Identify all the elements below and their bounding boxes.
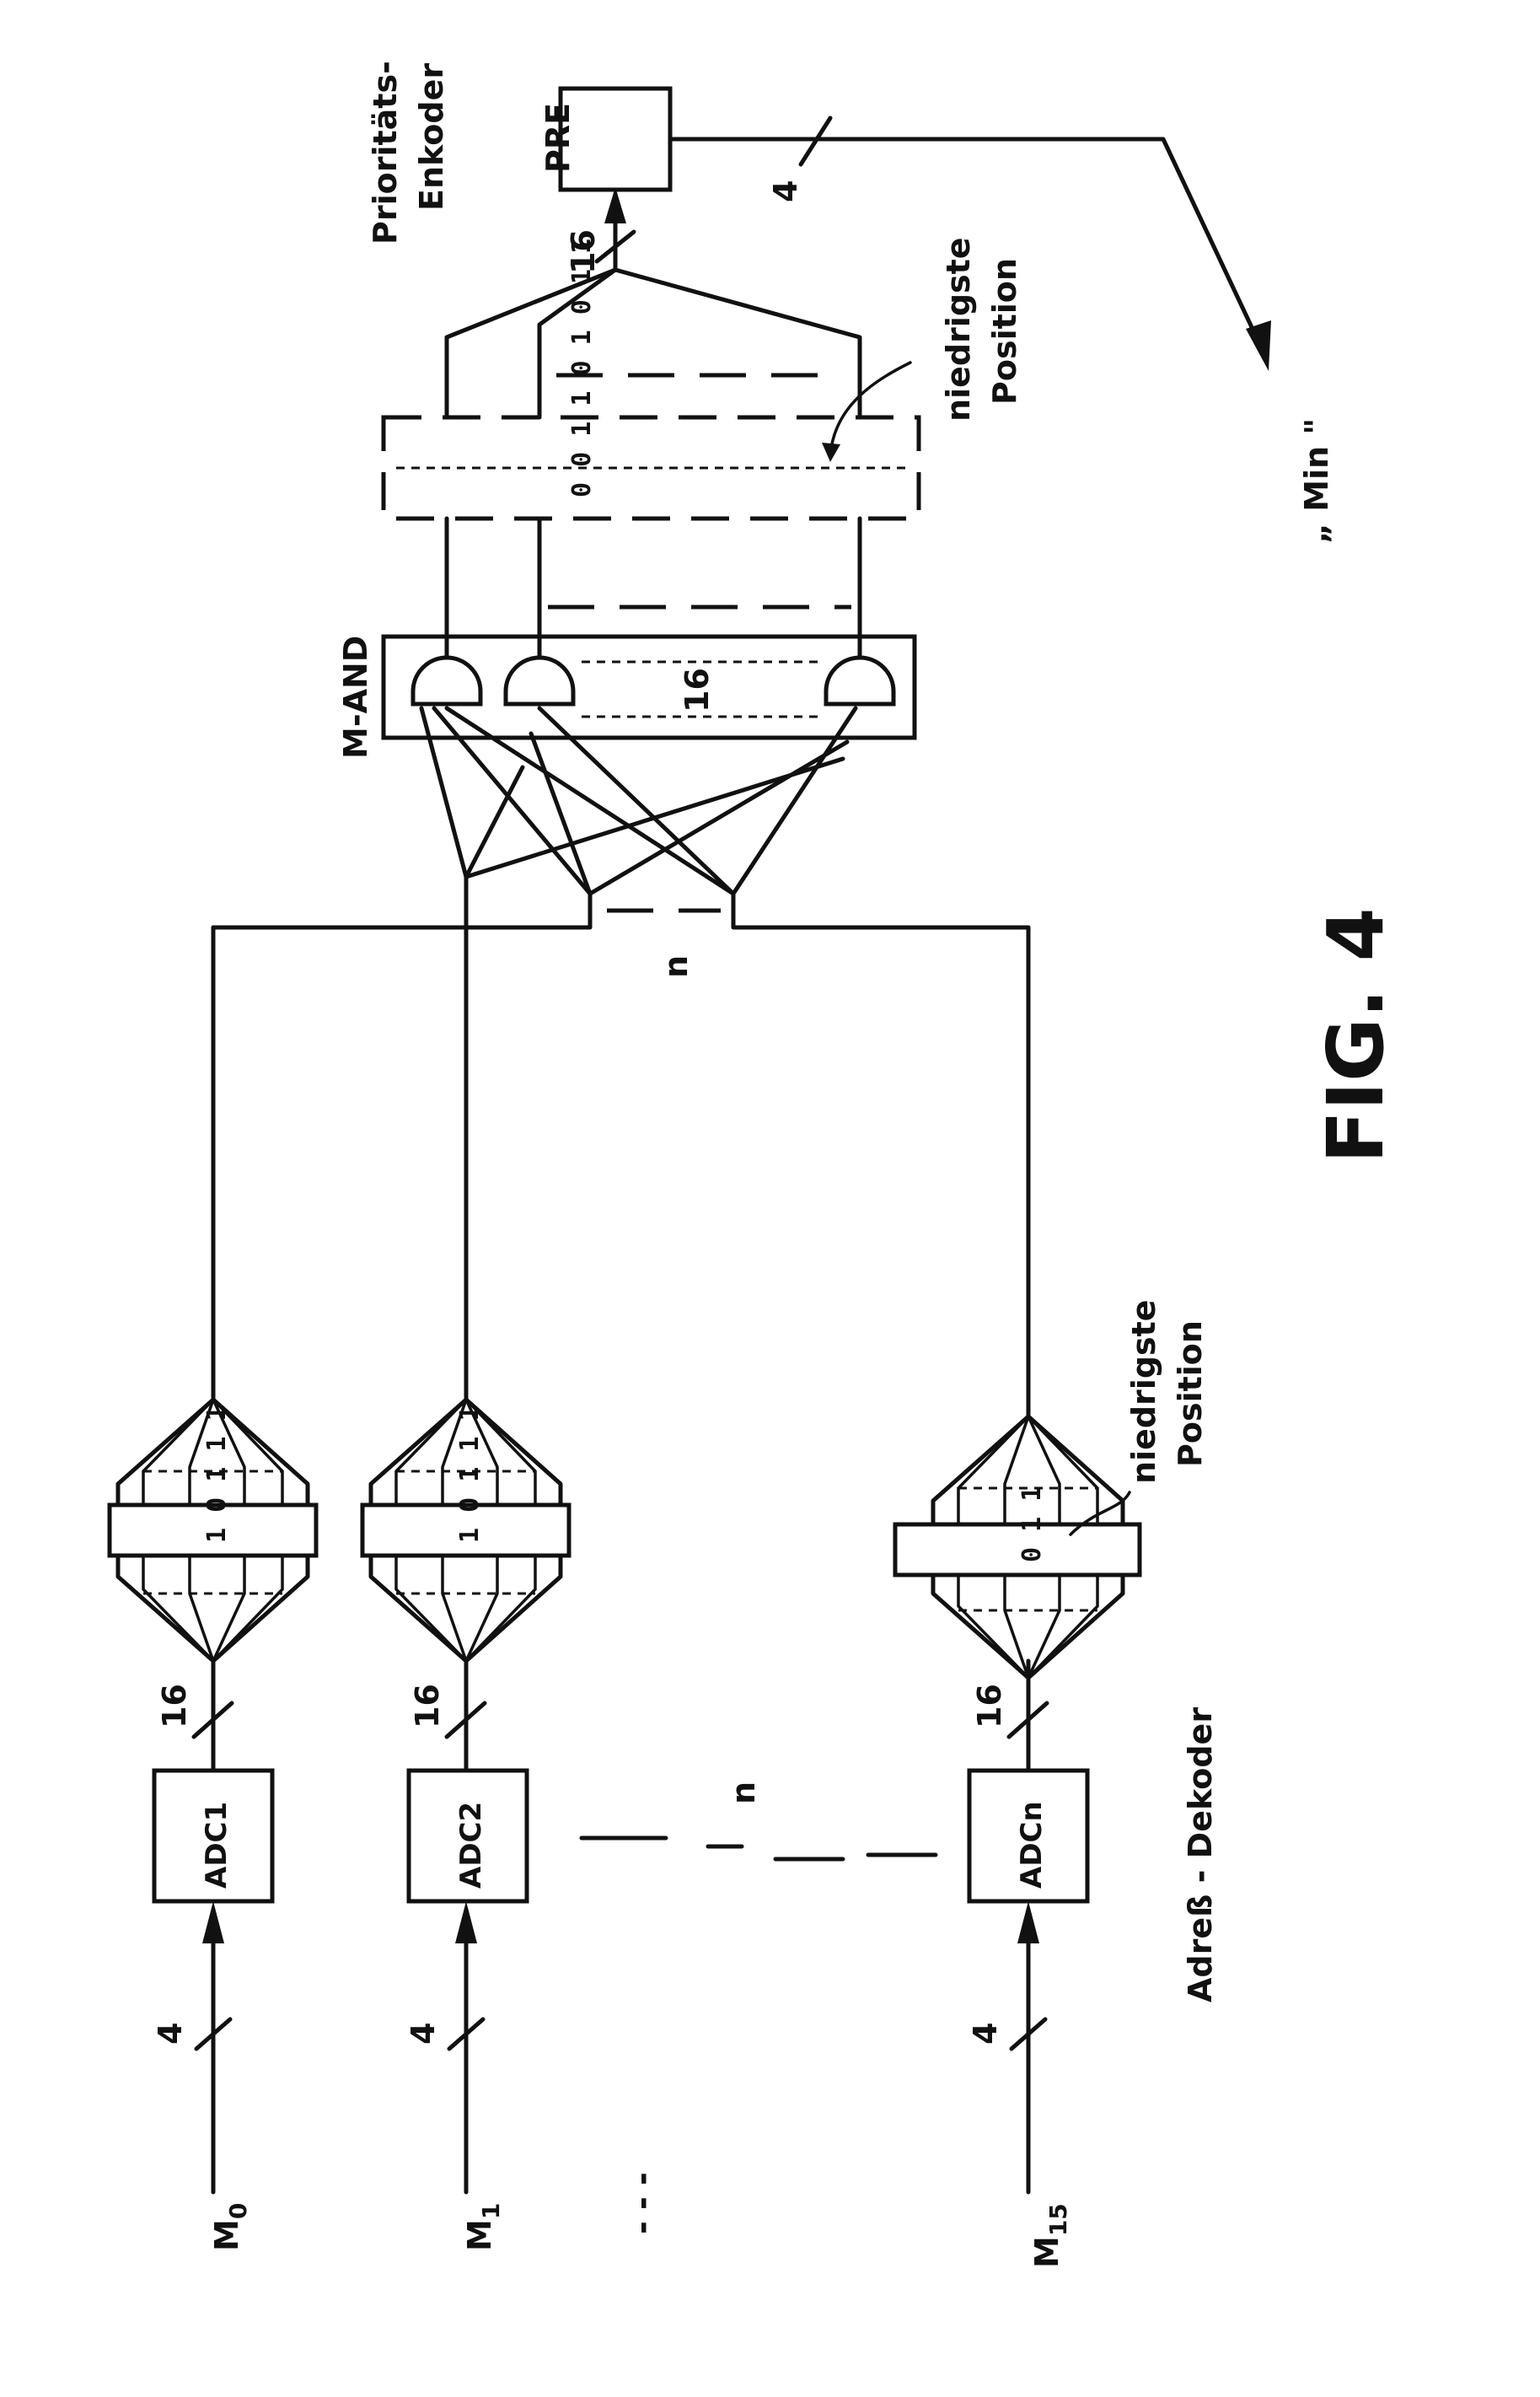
decoder2-fan: 1 0 1 1 1 bbox=[362, 1400, 569, 1661]
width-label-m0: 4 bbox=[152, 2023, 189, 2045]
svg-text:M1: M1 bbox=[461, 2203, 505, 2251]
svg-text:ADCn: ADCn bbox=[1015, 1801, 1049, 1889]
adc2-box: ADC2 bbox=[409, 1771, 527, 1901]
svg-text:Position: Position bbox=[1172, 1320, 1209, 1467]
svg-text:1 0 1 1 1: 1 0 1 1 1 bbox=[455, 1405, 485, 1543]
and-gate-2 bbox=[506, 658, 573, 704]
adc1-width-label: 16 bbox=[156, 1684, 193, 1728]
decoder-caption: Adreß - Dekoder bbox=[1182, 1707, 1219, 2002]
lowest-position-arrowhead bbox=[822, 443, 840, 462]
bus-line-1-top bbox=[213, 894, 590, 927]
lowest-position-label-upper: niedrigste Position bbox=[940, 237, 1023, 422]
figure-title: FIG. 4 bbox=[1311, 907, 1401, 1164]
svg-text:0 1 1: 0 1 1 bbox=[1017, 1486, 1047, 1562]
svg-text:M15: M15 bbox=[1028, 2203, 1072, 2268]
pre-input-width-label: 16 bbox=[565, 229, 602, 274]
priority-encoder-caption: Prioritäts- Enkoder bbox=[367, 61, 450, 245]
svg-text:niedrigste: niedrigste bbox=[1125, 1299, 1162, 1484]
svg-text:Prioritäts-: Prioritäts- bbox=[367, 61, 404, 245]
adc1-box: ADC1 bbox=[154, 1771, 272, 1901]
svg-text:ADC1: ADC1 bbox=[200, 1802, 233, 1889]
width-label-m15: 4 bbox=[967, 2023, 1004, 2045]
input-label-m0: M0 bbox=[208, 2203, 252, 2251]
arrow-m1 bbox=[455, 1901, 477, 1943]
svg-text:niedrigste: niedrigste bbox=[940, 237, 977, 422]
priority-encoder-box: PRE bbox=[539, 89, 670, 190]
decoder-count-label: n bbox=[725, 1782, 762, 1804]
svg-text:Position: Position bbox=[986, 258, 1023, 405]
svg-text:Enkoder: Enkoder bbox=[413, 63, 450, 211]
svg-text:- - -: - - - bbox=[624, 2172, 661, 2234]
m-and-block: M-AND 16 bbox=[337, 636, 915, 759]
arrow-m15 bbox=[1017, 1901, 1039, 1943]
min-output-arrow bbox=[1246, 320, 1271, 371]
adcn-width-label: 16 bbox=[971, 1684, 1008, 1728]
pre-input-arrow bbox=[604, 187, 626, 223]
bus-line-3-top bbox=[733, 894, 1028, 927]
adc2-width-label: 16 bbox=[409, 1684, 446, 1728]
lowest-position-label-lower: niedrigste Position bbox=[1125, 1299, 1209, 1484]
input-gap: - - - bbox=[624, 2172, 661, 2234]
width-label-m1: 4 bbox=[405, 2023, 442, 2045]
and-count-label: 16 bbox=[679, 668, 716, 712]
lowest-position-pointer bbox=[830, 363, 910, 455]
bus-count-label: n bbox=[657, 955, 695, 978]
svg-text:M-AND: M-AND bbox=[337, 636, 374, 759]
svg-text:ADC2: ADC2 bbox=[454, 1802, 488, 1889]
and-gate-16 bbox=[826, 658, 893, 704]
and-gate-1 bbox=[413, 658, 480, 704]
min-output-width-label: 4 bbox=[767, 180, 804, 202]
decoder1-fan: 1 0 1 1 1 bbox=[110, 1400, 316, 1661]
input-label-m15: M15 bbox=[1028, 2203, 1072, 2268]
decoder3-fan: 0 1 1 bbox=[895, 1416, 1140, 1678]
input-label-m1: M1 bbox=[461, 2203, 505, 2251]
svg-text:1 0 1 1 1: 1 0 1 1 1 bbox=[202, 1405, 232, 1543]
adcn-box: ADCn bbox=[969, 1771, 1087, 1901]
arrow-m0 bbox=[202, 1901, 224, 1943]
svg-text:PRE: PRE bbox=[539, 103, 577, 173]
reg-out-16 bbox=[615, 270, 860, 417]
min-output-label: „ Min " bbox=[1298, 418, 1335, 544]
svg-text:M0: M0 bbox=[208, 2203, 252, 2251]
